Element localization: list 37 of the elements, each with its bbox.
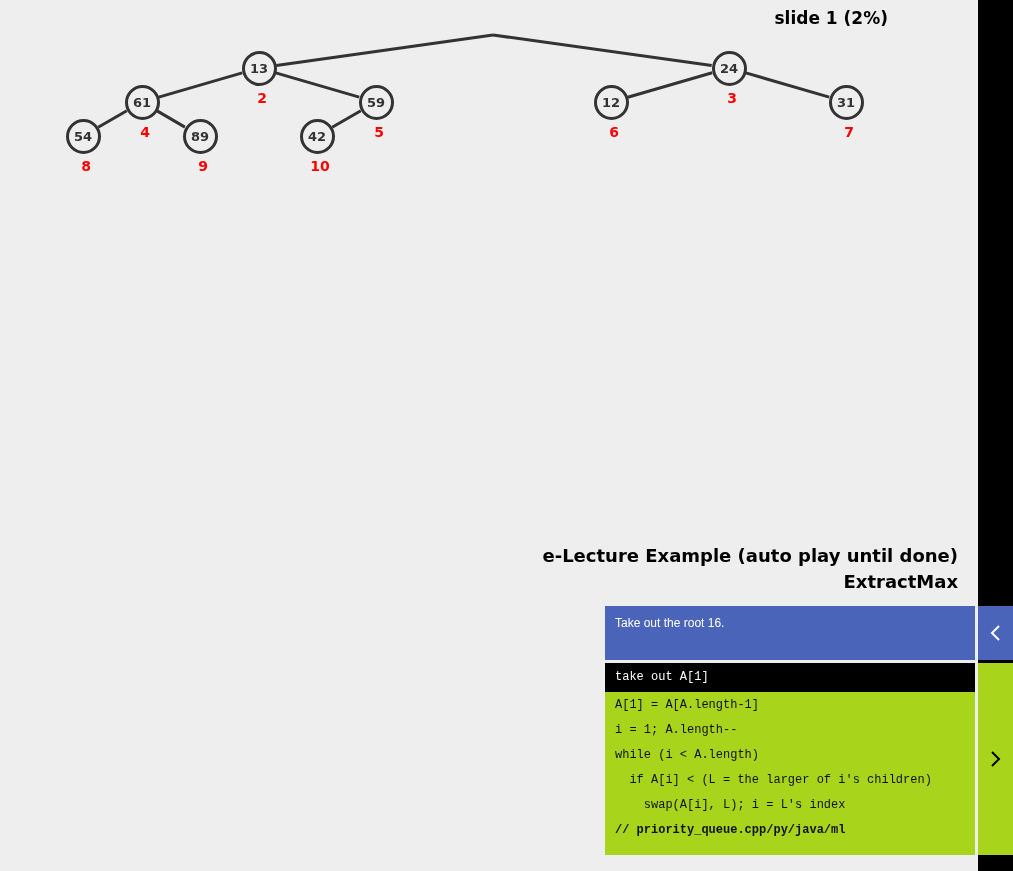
node-index: 4 bbox=[139, 123, 151, 140]
code-line: while (i < A.length) bbox=[615, 747, 760, 764]
node-value: 89 bbox=[190, 128, 210, 144]
lecture-title: e-Lecture Example (auto play until done) bbox=[542, 545, 958, 566]
node-index: 10 bbox=[309, 157, 331, 174]
node-value: 59 bbox=[366, 94, 386, 110]
tree-edge bbox=[97, 109, 128, 129]
code-line: A[1] = A[A.length-1] bbox=[615, 697, 760, 714]
tree-edge bbox=[158, 71, 243, 99]
narration-text: Take out the root 16. bbox=[615, 616, 725, 630]
code-line: // priority_queue.cpp/py/java/ml bbox=[615, 822, 846, 839]
node-value: 61 bbox=[132, 94, 152, 110]
node-value: 54 bbox=[73, 128, 93, 144]
tree-edge bbox=[275, 71, 360, 99]
tree-edge bbox=[276, 33, 494, 68]
node-index: 5 bbox=[373, 123, 385, 140]
tree-edge bbox=[627, 71, 713, 99]
node-value: 12 bbox=[601, 94, 621, 110]
tree-edge bbox=[156, 109, 186, 129]
node-index: 9 bbox=[197, 157, 209, 174]
lecture-subtitle: ExtractMax bbox=[843, 571, 958, 592]
tree-edge bbox=[492, 33, 712, 68]
code-line: swap(A[i], L); i = L's index bbox=[642, 797, 846, 814]
node-index: 3 bbox=[726, 89, 738, 106]
tree-edge bbox=[331, 109, 362, 129]
node-value: 42 bbox=[307, 128, 327, 144]
node-value: 31 bbox=[836, 94, 856, 110]
code-line: i = 1; A.length-- bbox=[615, 722, 738, 739]
node-value: 13 bbox=[249, 60, 269, 76]
node-value: 24 bbox=[719, 60, 739, 76]
node-index: 7 bbox=[843, 123, 855, 140]
node-index: 6 bbox=[608, 123, 620, 140]
slide-counter: slide 1 (2%) bbox=[774, 8, 888, 28]
node-index: 8 bbox=[80, 157, 92, 174]
code-line: if A[i] < (L = the larger of i's children) bbox=[628, 772, 932, 789]
node-index: 2 bbox=[256, 89, 268, 106]
tree-edge bbox=[745, 71, 830, 99]
